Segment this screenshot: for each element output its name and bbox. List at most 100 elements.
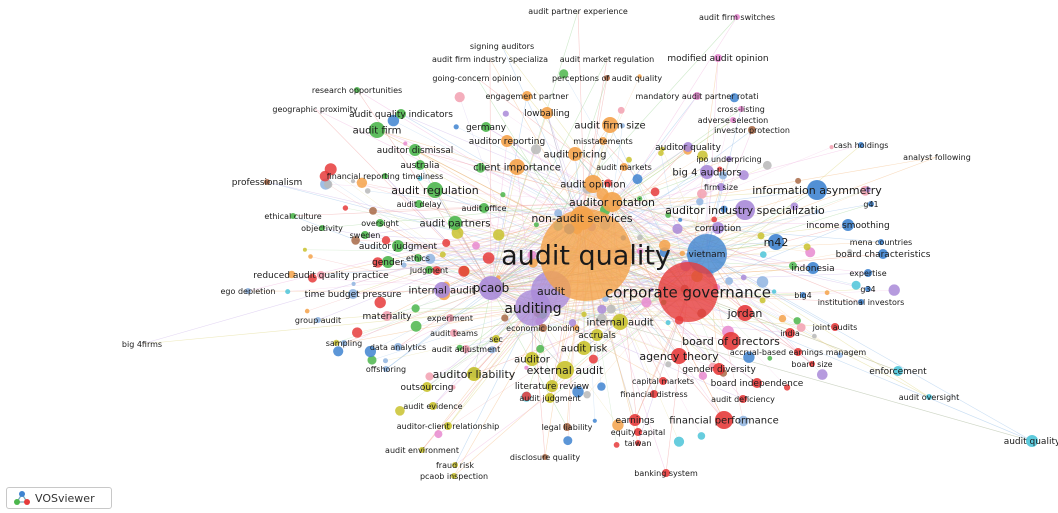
network-node[interactable] (737, 305, 753, 321)
network-node[interactable] (342, 205, 349, 211)
keyword-label[interactable]: gender (372, 258, 404, 268)
keyword-label[interactable]: audit firm size (574, 121, 645, 132)
network-node[interactable] (641, 297, 652, 308)
network-node[interactable] (290, 213, 296, 219)
keyword-label[interactable]: research opportunities (312, 86, 402, 95)
keyword-label[interactable]: cross-listing (717, 105, 765, 114)
network-node[interactable] (726, 156, 732, 162)
network-node[interactable] (392, 240, 404, 252)
keyword-label[interactable]: experiment (427, 314, 473, 323)
keyword-label[interactable]: audit oversight (899, 393, 959, 402)
network-node[interactable] (427, 182, 443, 198)
network-node[interactable] (502, 110, 509, 117)
keyword-label[interactable]: economic bonding (506, 324, 580, 333)
network-node[interactable] (425, 266, 433, 274)
network-node[interactable] (264, 179, 270, 185)
network-node[interactable] (604, 75, 610, 81)
network-node[interactable] (482, 252, 495, 264)
network-node[interactable] (451, 473, 457, 479)
network-node[interactable] (711, 216, 718, 223)
keyword-label[interactable]: sampling (326, 339, 363, 348)
keyword-label[interactable]: germany (466, 123, 507, 133)
network-node[interactable] (524, 365, 529, 370)
network-node[interactable] (613, 442, 620, 448)
network-node[interactable] (713, 363, 725, 375)
keyword-label[interactable]: data analytics (370, 343, 426, 352)
network-node[interactable] (383, 358, 388, 364)
network-node[interactable] (817, 369, 828, 380)
network-node[interactable] (783, 384, 791, 391)
network-node[interactable] (851, 280, 861, 290)
network-node[interactable] (757, 232, 765, 240)
network-node[interactable] (738, 170, 749, 181)
network-node[interactable] (419, 447, 425, 453)
network-node[interactable] (515, 290, 551, 326)
network-node[interactable] (369, 207, 377, 215)
network-node[interactable] (462, 345, 470, 353)
network-node[interactable] (785, 328, 795, 338)
network-node[interactable] (481, 122, 491, 132)
network-node[interactable] (493, 229, 505, 241)
keyword-label[interactable]: board size (791, 360, 832, 369)
keyword-label[interactable]: audit opinion (560, 180, 626, 191)
network-node[interactable] (847, 249, 853, 255)
network-node[interactable] (456, 344, 463, 351)
network-node[interactable] (367, 355, 377, 365)
keyword-label[interactable]: board of directors (682, 335, 780, 348)
keyword-label[interactable]: expertise (849, 269, 886, 278)
network-node[interactable] (533, 222, 539, 228)
network-node[interactable] (735, 200, 755, 220)
network-node[interactable] (382, 256, 394, 268)
keyword-label[interactable]: audit judgment (519, 394, 580, 403)
network-node[interactable] (637, 74, 642, 79)
network-node[interactable] (693, 92, 701, 100)
keyword-label[interactable]: auditor dismissal (377, 146, 454, 156)
network-node[interactable] (304, 308, 310, 314)
keyword-label[interactable]: offshoring (366, 365, 406, 374)
keyword-label[interactable]: misstatements (573, 137, 633, 146)
network-node[interactable] (488, 346, 496, 354)
network-node[interactable] (632, 174, 643, 185)
keyword-label[interactable]: big 4 auditors (672, 168, 741, 179)
network-node[interactable] (730, 117, 736, 123)
network-node[interactable] (697, 432, 706, 440)
network-node[interactable] (540, 209, 632, 301)
network-node[interactable] (743, 351, 755, 363)
network-node[interactable] (597, 313, 607, 324)
network-node[interactable] (659, 239, 671, 252)
network-node[interactable] (659, 377, 667, 385)
keyword-label[interactable]: time budget pressure (305, 290, 402, 300)
network-node[interactable] (837, 352, 843, 358)
network-node[interactable] (717, 166, 723, 172)
keyword-label[interactable]: audit deficiency (711, 395, 775, 404)
network-node[interactable] (509, 159, 525, 175)
network-node[interactable] (831, 323, 839, 331)
network-node[interactable] (665, 212, 671, 218)
network-node[interactable] (926, 394, 932, 400)
network-node[interactable] (635, 440, 641, 446)
network-node[interactable] (501, 135, 513, 147)
network-node[interactable] (738, 106, 744, 112)
keyword-label[interactable]: sec (489, 335, 503, 344)
keyword-label[interactable]: audit market regulation (560, 55, 655, 64)
network-node[interactable] (700, 165, 714, 179)
network-node[interactable] (597, 304, 607, 314)
network-node[interactable] (351, 281, 356, 286)
network-node[interactable] (434, 282, 450, 298)
network-node[interactable] (612, 419, 624, 431)
network-node[interactable] (789, 261, 797, 270)
network-node[interactable] (522, 91, 532, 101)
network-node[interactable] (679, 250, 685, 257)
network-node[interactable] (554, 209, 563, 218)
keyword-label[interactable]: pcaob (473, 281, 510, 295)
keyword-label[interactable]: audit partner experience (528, 7, 628, 16)
network-node[interactable] (795, 177, 802, 184)
network-node[interactable] (479, 276, 503, 300)
network-node[interactable] (577, 341, 591, 355)
keyword-label[interactable]: internal audit (408, 286, 475, 297)
keyword-label[interactable]: audit regulation (391, 184, 478, 197)
keyword-label[interactable]: equity capital (611, 428, 666, 437)
network-node[interactable] (410, 320, 422, 332)
network-node[interactable] (888, 284, 900, 296)
